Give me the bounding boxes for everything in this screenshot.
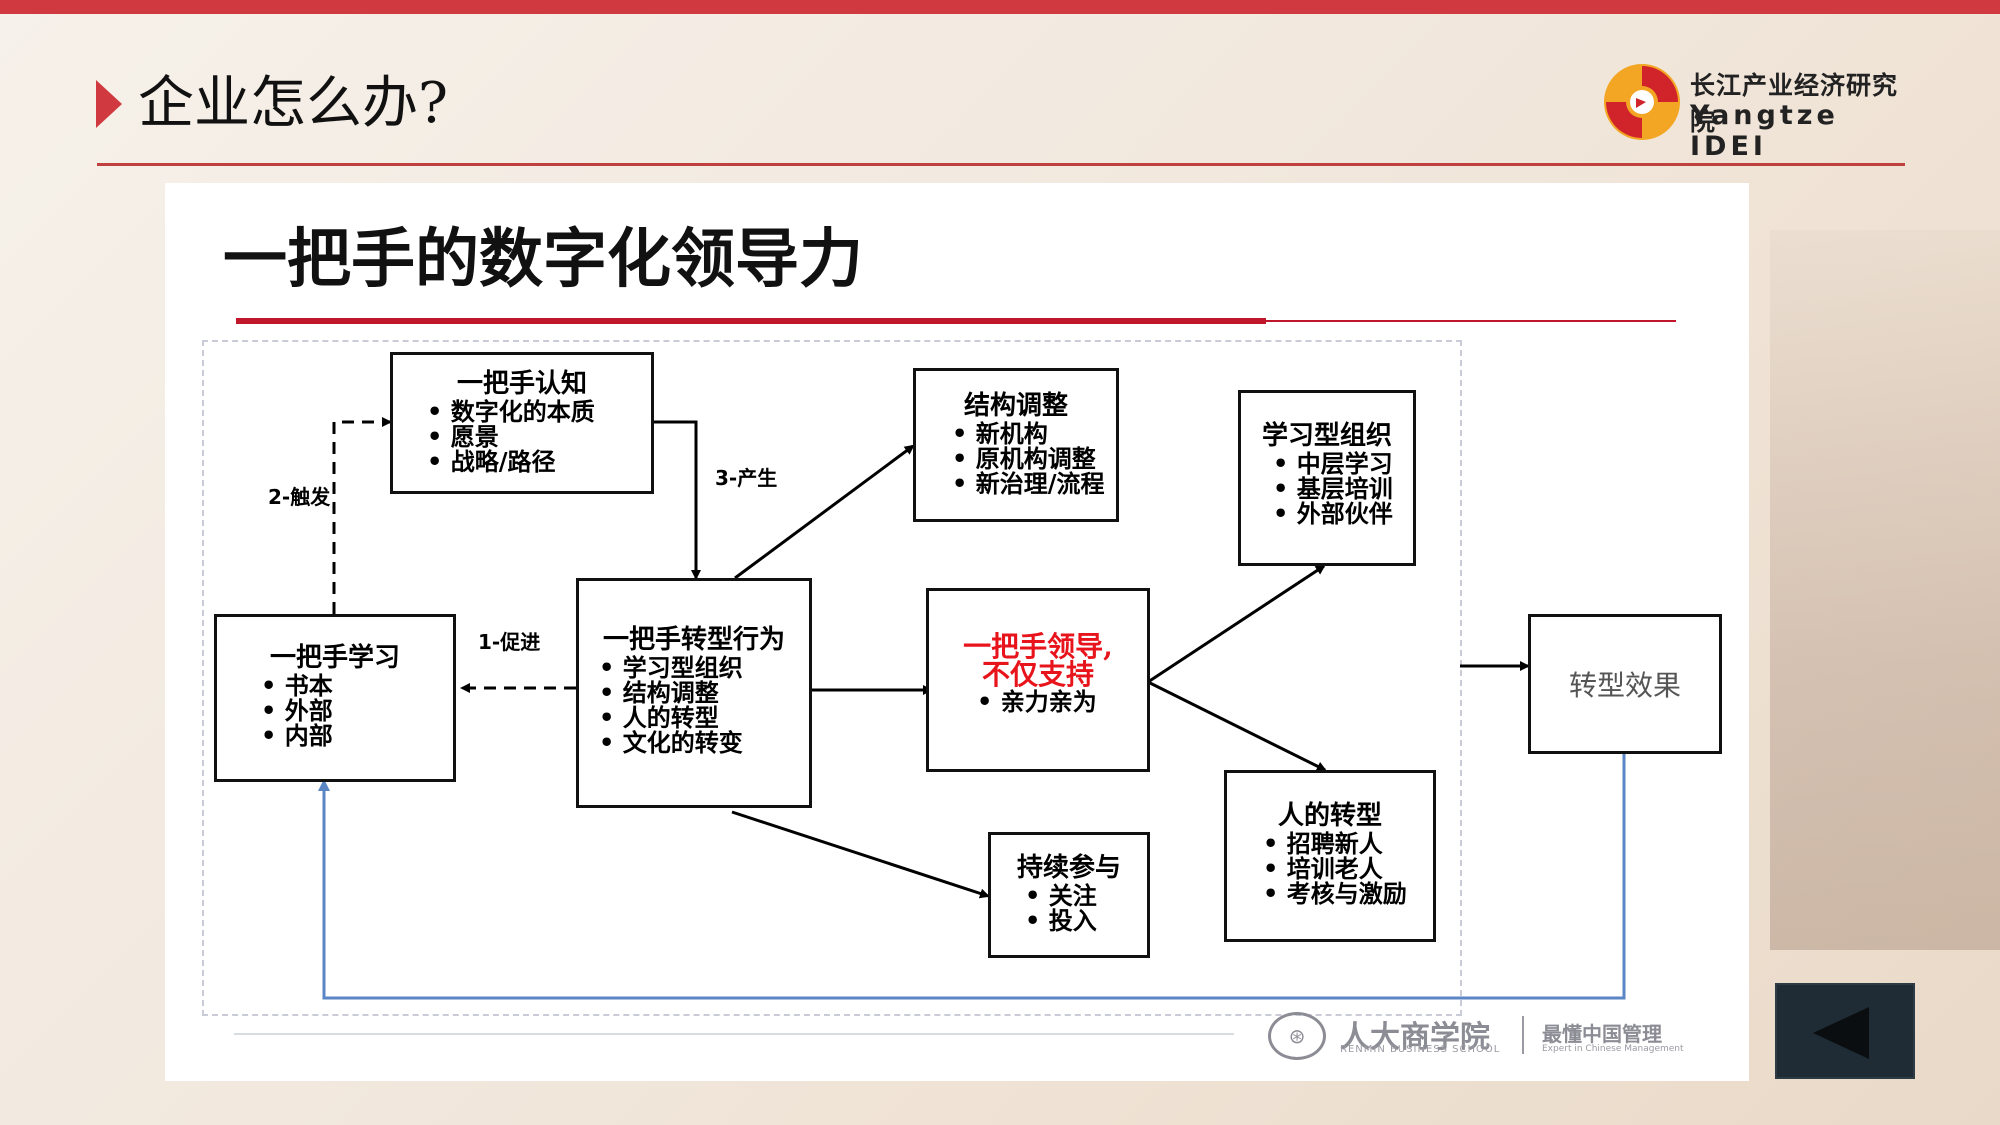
box-cognition: 一把手认知 数字化的本质 愿景 战略/路径 [390,352,654,494]
box-people: 人的转型 招聘新人 培训老人 考核与激励 [1224,770,1436,942]
header-divider [97,163,1905,166]
logo-text-en: Yangtze IDEI [1690,100,1839,162]
footer-slogan-en: Expert in Chinese Management [1542,1044,1684,1054]
header-arrow-icon [96,80,122,128]
list-item: 战略/路径 [427,449,651,474]
box-structure-title: 结构调整 [963,391,1068,421]
edge-label-trigger: 2-触发 [268,485,331,509]
footer-school-cn: 人大商学院 [1340,1020,1490,1055]
top-accent-bar [0,0,2000,14]
list-item: 考核与激励 [1263,881,1433,906]
box-learning-list: 书本 外部 内部 [261,673,453,748]
logo-mark-icon [1604,64,1680,140]
box-participation-title: 持续参与 [1016,853,1121,883]
footer-slogan: 最懂中国管理 [1542,1022,1662,1046]
box-leadership-title-1: 一把手领导, [963,630,1113,663]
box-learning: 一把手学习 书本 外部 内部 [214,614,456,782]
box-people-title: 人的转型 [1277,801,1382,831]
box-learning-org-title: 学习型组织 [1261,421,1392,451]
slide-title: 一把手的数字化领导力 [223,223,863,297]
box-behavior: 一把手转型行为 学习型组织 结构调整 人的转型 文化的转变 [576,578,812,808]
box-learning-org-list: 中层学习 基层培训 外部伙伴 [1273,451,1413,526]
title-underline-thin [1266,320,1676,322]
box-participation-list: 关注 投入 [1025,883,1147,933]
background-building [1770,230,2000,950]
list-item: 内部 [261,723,453,748]
box-effect: 转型效果 [1528,614,1722,754]
list-item: 结构调整 [599,680,809,705]
list-item: 书本 [261,673,453,698]
diagram-frame [202,340,1462,1016]
box-learning-title: 一把手学习 [269,643,400,673]
list-item: 数字化的本质 [427,399,651,424]
list-item: 新治理/流程 [952,471,1116,496]
list-item: 基层培训 [1273,476,1413,501]
box-behavior-title: 一把手转型行为 [602,625,785,655]
box-structure-list: 新机构 原机构调整 新治理/流程 [952,421,1116,496]
list-item: 投入 [1025,908,1147,933]
box-effect-title: 转型效果 [1568,669,1681,702]
box-learning-org: 学习型组织 中层学习 基层培训 外部伙伴 [1238,390,1416,566]
box-leadership: 一把手领导, 不仅支持 亲力亲为 [926,588,1150,772]
list-item: 培训老人 [1263,856,1433,881]
list-item: 新机构 [952,421,1116,446]
list-item: 外部伙伴 [1273,501,1413,526]
box-cognition-list: 数字化的本质 愿景 战略/路径 [427,399,651,474]
logo: 长江产业经济研究院 Yangtze IDEI [1600,60,1900,162]
list-item: 外部 [261,698,453,723]
title-underline [236,318,1266,324]
list-item: 亲力亲为 [977,689,1147,714]
footer-divider [234,1033,1234,1035]
list-item: 关注 [1025,883,1147,908]
prev-slide-button[interactable] [1775,983,1915,1079]
list-item: 文化的转变 [599,730,809,755]
box-structure: 结构调整 新机构 原机构调整 新治理/流程 [913,368,1119,522]
list-item: 招聘新人 [1263,831,1433,856]
list-item: 愿景 [427,424,651,449]
school-seal-icon: ⊛ [1268,1012,1326,1060]
box-cognition-title: 一把手认知 [456,369,587,399]
triangle-left-icon [1813,1007,1869,1059]
list-item: 学习型组织 [599,655,809,680]
page-title: 企业怎么办? [138,71,449,136]
box-behavior-list: 学习型组织 结构调整 人的转型 文化的转变 [599,655,809,755]
list-item: 人的转型 [599,705,809,730]
footer-separator [1522,1016,1524,1054]
box-leadership-list: 亲力亲为 [977,689,1147,714]
box-people-list: 招聘新人 培训老人 考核与激励 [1263,831,1433,906]
list-item: 原机构调整 [952,446,1116,471]
edge-label-produce: 3-产生 [715,466,778,490]
box-participation: 持续参与 关注 投入 [988,832,1150,958]
logo-text-cn: 长江产业经济研究院 [1690,71,1899,136]
box-leadership-title-2: 不仅支持 [981,658,1094,691]
list-item: 中层学习 [1273,451,1413,476]
edge-label-promote: 1-促进 [478,630,541,654]
footer-school-en: RENMIN BUSINESS SCHOOL [1340,1044,1501,1055]
